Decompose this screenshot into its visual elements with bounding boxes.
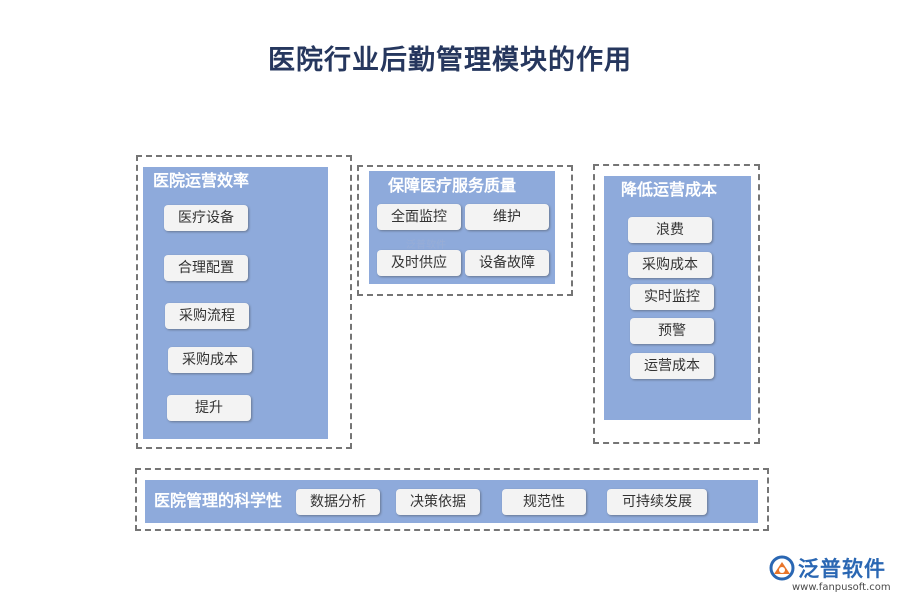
efficiency-item-medical-equipment: 医疗设备 <box>164 205 248 231</box>
quality-title: 保障医疗服务质量 <box>388 176 517 195</box>
logo-url: www.fanpusoft.com <box>792 582 891 593</box>
cost-item-waste: 浪费 <box>628 217 712 243</box>
quality-item-full-monitoring: 全面监控 <box>377 204 461 230</box>
fanpu-logo-icon <box>769 555 795 581</box>
quality-item-timely-supply: 及时供应 <box>377 250 461 276</box>
efficiency-title: 医院运营效率 <box>153 171 250 190</box>
science-item-decision-basis: 决策依据 <box>396 489 480 515</box>
quality-item-maintenance: 维护 <box>465 204 549 230</box>
efficiency-item-procurement-process: 采购流程 <box>165 303 249 329</box>
quality-group-border <box>357 165 573 296</box>
fanpu-logo: 泛普软件 www.fanpusoft.com <box>768 551 894 595</box>
science-group-border <box>135 468 769 531</box>
science-item-standardization: 规范性 <box>502 489 586 515</box>
cost-item-operating-cost: 运营成本 <box>630 353 714 379</box>
cost-group-border <box>593 164 760 444</box>
science-title: 医院管理的科学性 <box>154 491 283 510</box>
watermark-text: 泛普软件 <box>406 240 446 251</box>
cost-item-warning: 预警 <box>630 318 714 344</box>
diagram-title: 医院行业后勤管理模块的作用 <box>268 45 632 76</box>
logo-name: 泛普软件 <box>798 557 886 581</box>
efficiency-item-rational-allocation: 合理配置 <box>164 255 248 281</box>
efficiency-item-procurement-cost: 采购成本 <box>168 347 252 373</box>
science-item-sustainable-development: 可持续发展 <box>607 489 707 515</box>
watermark: 泛普软件 <box>406 236 446 251</box>
efficiency-item-improve: 提升 <box>167 395 251 421</box>
quality-item-equipment-failure: 设备故障 <box>465 250 549 276</box>
efficiency-group-border <box>136 155 352 449</box>
cost-item-procurement-cost: 采购成本 <box>628 252 712 278</box>
cost-title: 降低运营成本 <box>621 180 718 199</box>
cost-item-real-time-monitoring: 实时监控 <box>630 284 714 310</box>
science-item-data-analysis: 数据分析 <box>296 489 380 515</box>
